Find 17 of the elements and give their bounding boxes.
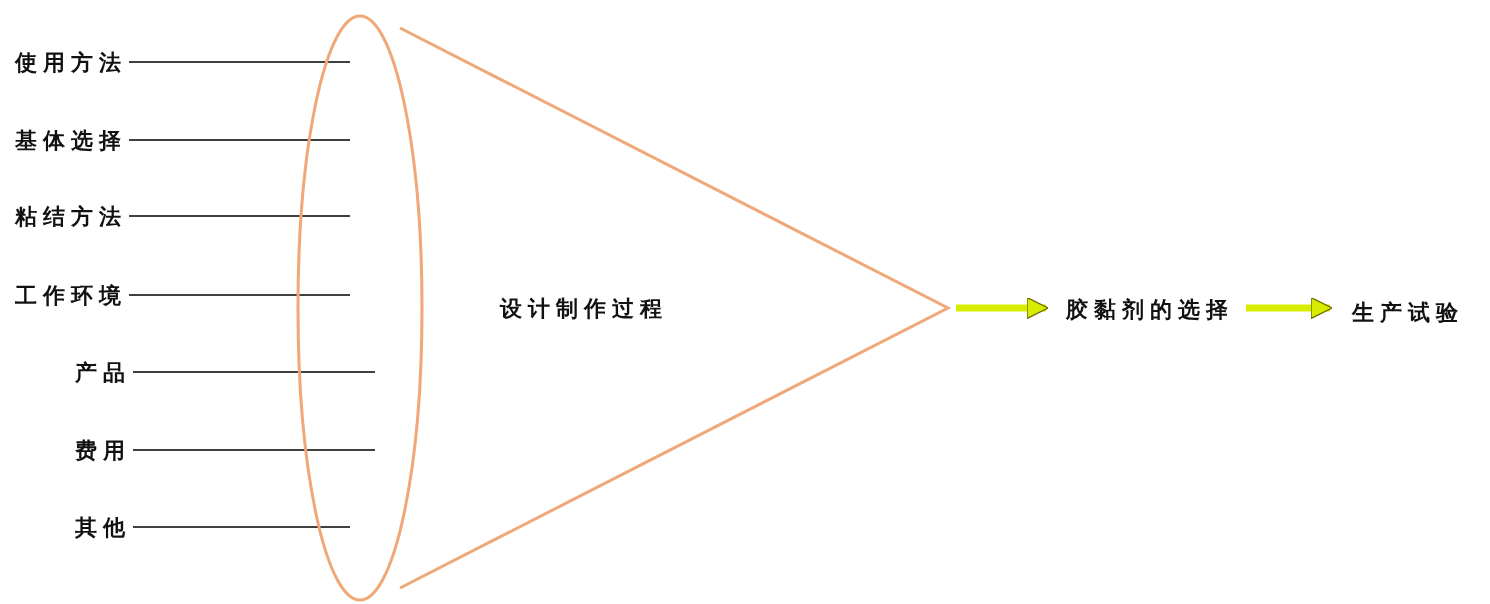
factor-label: 使用方法 [15, 48, 127, 77]
factor-label: 费用 [75, 436, 131, 465]
connector-line [128, 61, 351, 63]
connector-line [132, 449, 376, 451]
factor-label: 产品 [75, 358, 131, 387]
connector-line [128, 294, 351, 296]
factor-label: 其他 [75, 513, 131, 542]
factor-label: 基体选择 [15, 126, 127, 155]
process-label: 设计制作过程 [500, 295, 668, 323]
factor-label: 胶黏剂的选择 [1066, 295, 1234, 324]
connector-line [128, 139, 351, 141]
connector-line [132, 526, 351, 528]
connector-line [132, 371, 376, 373]
factor-label: 工作环境 [15, 281, 127, 310]
factor-label: 生产试验 [1352, 298, 1464, 327]
connector-line [128, 215, 351, 217]
factor-label: 粘结方法 [15, 202, 127, 231]
